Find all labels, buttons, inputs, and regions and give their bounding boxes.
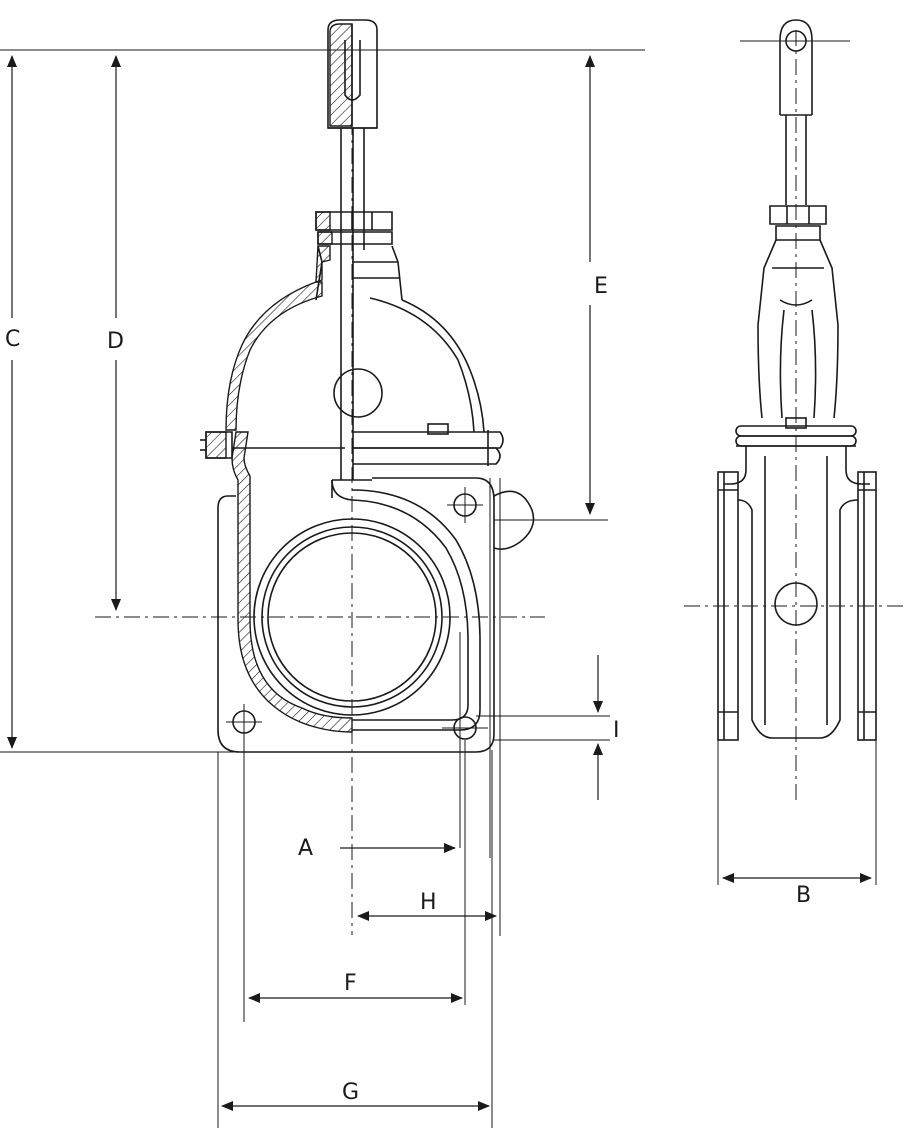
label-c: C xyxy=(5,327,20,352)
label-g: G xyxy=(342,1080,359,1105)
side-bonnet xyxy=(757,239,839,429)
boss-circle xyxy=(333,368,383,418)
side-view: B xyxy=(684,19,905,908)
side-stem xyxy=(785,115,807,205)
label-h: H xyxy=(420,890,437,915)
label-e: E xyxy=(594,274,608,299)
body-section xyxy=(231,431,353,733)
stem-clevis xyxy=(327,19,378,129)
bonnet-dome xyxy=(225,281,485,433)
stem-rod xyxy=(340,128,365,480)
label-d: D xyxy=(107,329,124,354)
side-nut xyxy=(769,205,827,241)
label-i: I xyxy=(613,718,620,743)
extension-lines xyxy=(217,478,610,1128)
bore-inner-circle xyxy=(267,532,437,702)
bore-outer-circle xyxy=(253,518,451,716)
side-left-flange xyxy=(717,471,739,741)
side-flange-rings xyxy=(735,425,857,447)
label-a: A xyxy=(298,836,313,861)
side-eye xyxy=(740,19,850,116)
bore-mid-circle xyxy=(261,526,443,708)
bonnet-flange xyxy=(200,423,504,466)
side-boss-circle xyxy=(774,582,818,626)
label-b: B xyxy=(796,883,811,908)
gland-nut xyxy=(315,211,393,245)
bonnet-neck xyxy=(315,245,403,301)
bore xyxy=(253,518,451,716)
front-view: C D E I A H F G xyxy=(0,19,645,1128)
side-right-flange xyxy=(857,471,877,741)
label-f: F xyxy=(344,971,357,996)
body-flange-plate xyxy=(217,477,535,753)
side-body xyxy=(717,446,877,741)
bolt-holes xyxy=(226,487,488,740)
